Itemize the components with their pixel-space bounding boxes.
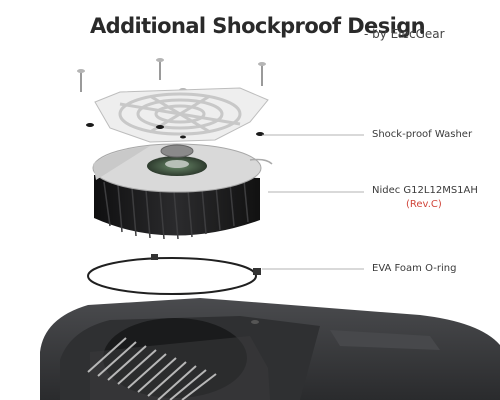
fan-guard-bracket: [94, 87, 269, 143]
screw-center-left: [156, 58, 164, 80]
blower-fan: [92, 143, 273, 240]
brand-byline: - by ElecGear: [364, 27, 445, 41]
callout-oring-label: EVA Foam O-ring: [372, 263, 457, 274]
console-chassis: [40, 298, 500, 400]
callout-fan-model-label: Nidec G12L12MS1AH: [372, 185, 478, 196]
screw-right: [258, 62, 266, 86]
screw-left: [77, 69, 85, 92]
diagram-title: Additional Shockproof Design: [90, 14, 426, 38]
callout-fan-revision-label: (Rev.C): [406, 199, 442, 210]
shock-proof-washers: [86, 123, 264, 139]
callout-lines: [262, 134, 364, 270]
callout-washer-label: Shock-proof Washer: [372, 129, 473, 140]
eva-foam-o-ring: [87, 254, 261, 295]
